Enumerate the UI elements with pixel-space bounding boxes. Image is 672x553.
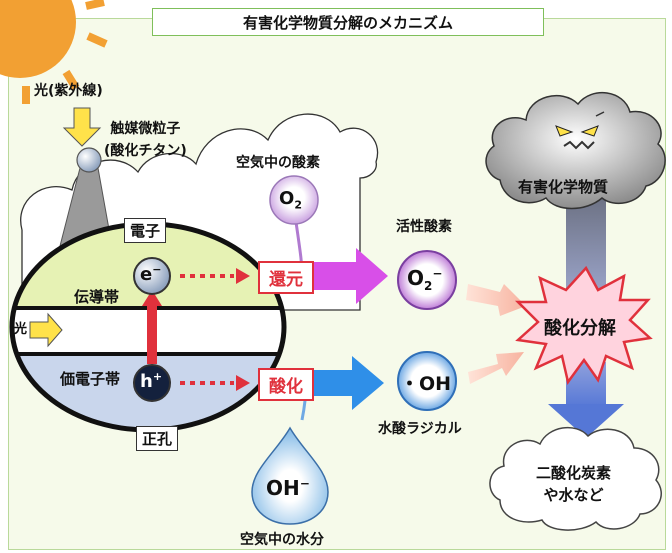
band-light-label: 光 xyxy=(14,322,28,337)
water-symbol: OH− xyxy=(266,476,310,500)
water-symbol-base: OH xyxy=(266,476,300,500)
active-oxygen-sup: − xyxy=(432,266,443,281)
electron-circle xyxy=(133,257,171,295)
catalyst-particle xyxy=(76,147,102,173)
harmful-cloud xyxy=(485,91,666,210)
catalyst-label-line2: (酸化チタン) xyxy=(104,143,187,159)
hole-label: 正孔 xyxy=(136,426,179,451)
catalyst-label: 触媒微粒子 (酸化チタン) xyxy=(104,118,187,162)
result-label-line2: や水など xyxy=(543,486,604,504)
band-light-arrow-icon xyxy=(29,312,63,348)
oxygen-symbol: O2 xyxy=(279,188,302,212)
harmful-label: 有害化学物質 xyxy=(518,178,609,196)
electron-label: 電子 xyxy=(124,218,167,243)
reduction-arrow xyxy=(300,248,388,304)
hole-symbol-sup: + xyxy=(152,370,163,383)
active-oxygen-sub: 2 xyxy=(424,279,433,293)
water-symbol-sup: − xyxy=(299,476,310,491)
hydroxyl-symbol: ・OH xyxy=(400,373,452,395)
active-oxygen-base: O xyxy=(407,266,425,290)
down-arrow xyxy=(548,404,624,438)
hole-symbol-base: h xyxy=(140,371,153,392)
uv-light-label: 光(紫外線) xyxy=(34,83,103,99)
water-drop xyxy=(251,426,329,525)
hydroxyl-label: 水酸ラジカル xyxy=(378,421,462,437)
oxygen-symbol-sub: 2 xyxy=(294,198,302,212)
catalyst-label-line1: 触媒微粒子 xyxy=(110,121,181,137)
oxygen-label: 空気中の酸素 xyxy=(236,155,320,171)
valence-band-label: 価電子帯 xyxy=(60,370,121,388)
result-label: 二酸化炭素 や水など xyxy=(536,462,611,506)
result-label-line1: 二酸化炭素 xyxy=(536,464,612,482)
pink-arrow-upper xyxy=(466,284,526,316)
conduction-band-label: 伝導帯 xyxy=(74,288,120,306)
active-oxygen-label: 活性酸素 xyxy=(396,219,452,235)
active-oxygen-symbol: O2− xyxy=(407,266,442,293)
result-cloud xyxy=(489,426,662,531)
electron-symbol: e− xyxy=(140,263,161,285)
electron-symbol-sup: − xyxy=(152,263,162,276)
hole-symbol: h+ xyxy=(140,370,162,392)
pink-arrow-lower xyxy=(468,352,524,384)
angry-face-icon xyxy=(555,111,605,150)
decomposition-burst xyxy=(514,265,653,385)
sun-icon xyxy=(0,0,108,104)
oxidation-arrow xyxy=(296,356,384,410)
water-label: 空気中の水分 xyxy=(240,532,324,548)
hole-circle xyxy=(133,364,171,402)
oxidation-box: 酸化 xyxy=(258,368,314,401)
oxygen-circle xyxy=(269,175,319,225)
active-oxygen-circle xyxy=(397,250,457,310)
hydroxyl-circle xyxy=(397,351,457,411)
decomposition-label: 酸化分解 xyxy=(544,318,616,339)
reduction-box: 還元 xyxy=(258,261,314,294)
oxygen-symbol-base: O xyxy=(279,188,295,209)
page-title: 有害化学物質分解のメカニズム xyxy=(152,8,544,36)
light-arrow-icon xyxy=(62,107,102,147)
electron-symbol-base: e xyxy=(140,264,153,285)
